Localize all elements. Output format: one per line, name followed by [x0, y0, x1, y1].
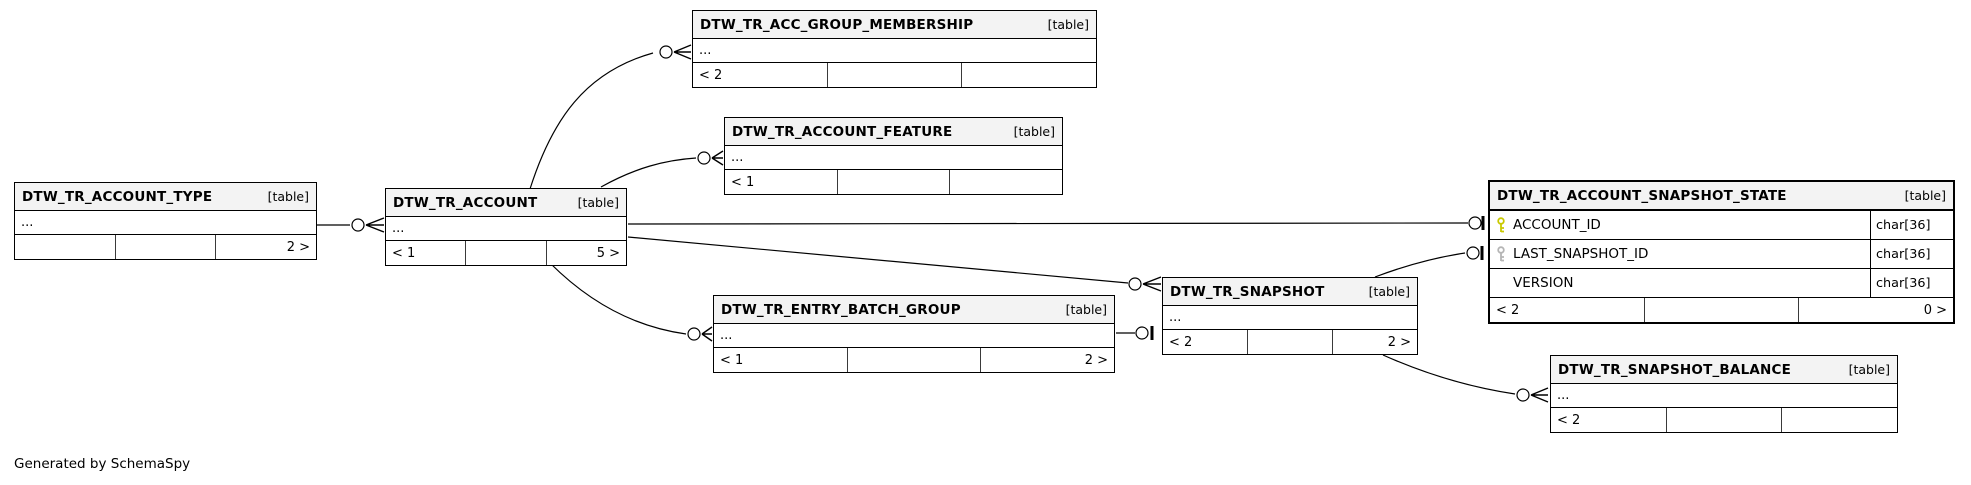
degree-center	[1643, 298, 1799, 322]
degree-row: < 2	[1551, 407, 1897, 432]
degree-center	[1665, 408, 1782, 432]
table-type-tag: [table]	[577, 195, 619, 210]
table-node-account-feature[interactable]: DTW_TR_ACCOUNT_FEATURE [table] ... < 1	[724, 117, 1063, 195]
table-header: DTW_TR_ACCOUNT_TYPE [table]	[15, 183, 316, 211]
table-node-account[interactable]: DTW_TR_ACCOUNT [table] ... < 1 5 >	[385, 188, 627, 266]
degree-in: < 1	[731, 174, 755, 190]
degree-in: < 1	[392, 245, 416, 261]
table-node-snapshot[interactable]: DTW_TR_SNAPSHOT [table] ... < 2 2 >	[1162, 277, 1418, 355]
column-row-account-id: ACCOUNT_ID char[36]	[1490, 210, 1953, 239]
generated-by-note: Generated by SchemaSpy	[14, 456, 191, 472]
degree-out: 2 >	[980, 348, 1114, 372]
table-type-tag: [table]	[1013, 124, 1055, 139]
edge-snapshot-to-snapshot-balance	[1382, 354, 1549, 403]
table-name: DTW_TR_ACCOUNT_FEATURE	[732, 123, 953, 140]
degree-in: < 1	[720, 352, 744, 368]
columns-ellipsis: ...	[392, 221, 405, 236]
table-header: DTW_TR_ACCOUNT_SNAPSHOT_STATE [table]	[1490, 182, 1953, 210]
table-name: DTW_TR_ACCOUNT	[393, 194, 538, 211]
edge-entry-batch-group-to-snapshot	[1116, 326, 1154, 340]
primary-key-icon	[1497, 217, 1505, 233]
degree-in: < 2	[1169, 334, 1193, 350]
degree-out: 0 >	[1798, 298, 1953, 322]
degree-out	[1781, 408, 1897, 432]
degree-out: 2 >	[215, 235, 316, 259]
table-type-tag: [table]	[267, 189, 309, 204]
degree-row: < 1	[725, 169, 1062, 194]
table-header: DTW_TR_ACCOUNT_FEATURE [table]	[725, 118, 1062, 146]
degree-center	[114, 235, 216, 259]
degree-center	[1247, 330, 1332, 354]
table-header: DTW_TR_SNAPSHOT [table]	[1163, 278, 1417, 306]
column-row-last-snapshot-id: LAST_SNAPSHOT_ID char[36]	[1490, 239, 1953, 268]
degree-center	[465, 241, 545, 265]
edge-snapshot-to-snapshot-state	[1374, 246, 1484, 278]
column-type: char[36]	[1870, 211, 1953, 239]
degree-row: < 2	[693, 62, 1096, 87]
columns-ellipsis: ...	[21, 215, 34, 230]
edge-account-to-snapshot	[627, 236, 1162, 292]
table-type-tag: [table]	[1047, 17, 1089, 32]
edge-account-to-snapshot-state	[627, 216, 1485, 230]
column-name-cell: VERSION	[1490, 269, 1870, 297]
table-name: DTW_TR_ACCOUNT_TYPE	[22, 188, 213, 205]
degree-in: < 2	[699, 67, 723, 83]
table-node-snapshot-balance[interactable]: DTW_TR_SNAPSHOT_BALANCE [table] ... < 2	[1550, 355, 1898, 433]
table-node-account-type[interactable]: DTW_TR_ACCOUNT_TYPE [table] ... 2 >	[14, 182, 317, 260]
table-type-tag: [table]	[1065, 302, 1107, 317]
degree-in: < 2	[1496, 302, 1520, 318]
edge-account-to-entry-batch-group	[549, 262, 713, 342]
table-name: DTW_TR_SNAPSHOT	[1170, 283, 1325, 300]
degree-center	[826, 63, 962, 87]
degree-center	[836, 170, 950, 194]
table-header: DTW_TR_SNAPSHOT_BALANCE [table]	[1551, 356, 1897, 384]
table-node-entry-batch-group[interactable]: DTW_TR_ENTRY_BATCH_GROUP [table] ... < 1…	[713, 295, 1115, 373]
column-name: LAST_SNAPSHOT_ID	[1513, 246, 1649, 262]
degree-row: < 2 2 >	[1163, 329, 1417, 354]
degree-row: < 2 0 >	[1490, 297, 1953, 322]
foreign-key-icon	[1497, 246, 1505, 262]
degree-in	[15, 235, 115, 259]
column-type: char[36]	[1870, 269, 1953, 297]
columns-ellipsis: ...	[720, 328, 733, 343]
columns-ellipsis: ...	[699, 43, 712, 58]
table-name: DTW_TR_ACCOUNT_SNAPSHOT_STATE	[1497, 187, 1787, 204]
degree-out	[949, 170, 1062, 194]
column-name: VERSION	[1513, 275, 1574, 291]
degree-out	[961, 63, 1096, 87]
column-type: char[36]	[1870, 240, 1953, 268]
table-header: DTW_TR_ACCOUNT [table]	[386, 189, 626, 217]
table-name: DTW_TR_SNAPSHOT_BALANCE	[1558, 361, 1792, 378]
degree-in: < 2	[1557, 412, 1581, 428]
table-type-tag: [table]	[1904, 188, 1946, 203]
degree-out: 5 >	[545, 241, 626, 265]
column-row-version: VERSION char[36]	[1490, 268, 1953, 297]
table-name: DTW_TR_ENTRY_BATCH_GROUP	[721, 301, 961, 318]
edge-account-to-acc-group-membership	[529, 44, 692, 190]
degree-row: < 1 5 >	[386, 240, 626, 265]
column-name: ACCOUNT_ID	[1513, 217, 1601, 233]
table-node-acc-group-membership[interactable]: DTW_TR_ACC_GROUP_MEMBERSHIP [table] ... …	[692, 10, 1097, 88]
table-type-tag: [table]	[1368, 284, 1410, 299]
degree-row: 2 >	[15, 234, 316, 259]
edge-account-to-account-feature	[600, 150, 724, 188]
edge-account-type-to-account	[317, 217, 385, 233]
table-type-tag: [table]	[1848, 362, 1890, 377]
degree-out: 2 >	[1332, 330, 1417, 354]
columns-ellipsis: ...	[1169, 310, 1182, 325]
key-icon-spacer	[1496, 275, 1506, 291]
column-name-cell: LAST_SNAPSHOT_ID	[1490, 240, 1870, 268]
columns-ellipsis: ...	[1557, 388, 1570, 403]
degree-row: < 1 2 >	[714, 347, 1114, 372]
columns-ellipsis: ...	[731, 150, 744, 165]
table-node-account-snapshot-state[interactable]: DTW_TR_ACCOUNT_SNAPSHOT_STATE [table] AC…	[1488, 180, 1955, 324]
table-name: DTW_TR_ACC_GROUP_MEMBERSHIP	[700, 16, 974, 33]
table-header: DTW_TR_ENTRY_BATCH_GROUP [table]	[714, 296, 1114, 324]
table-header: DTW_TR_ACC_GROUP_MEMBERSHIP [table]	[693, 11, 1096, 39]
degree-center	[846, 348, 981, 372]
column-name-cell: ACCOUNT_ID	[1490, 211, 1870, 239]
